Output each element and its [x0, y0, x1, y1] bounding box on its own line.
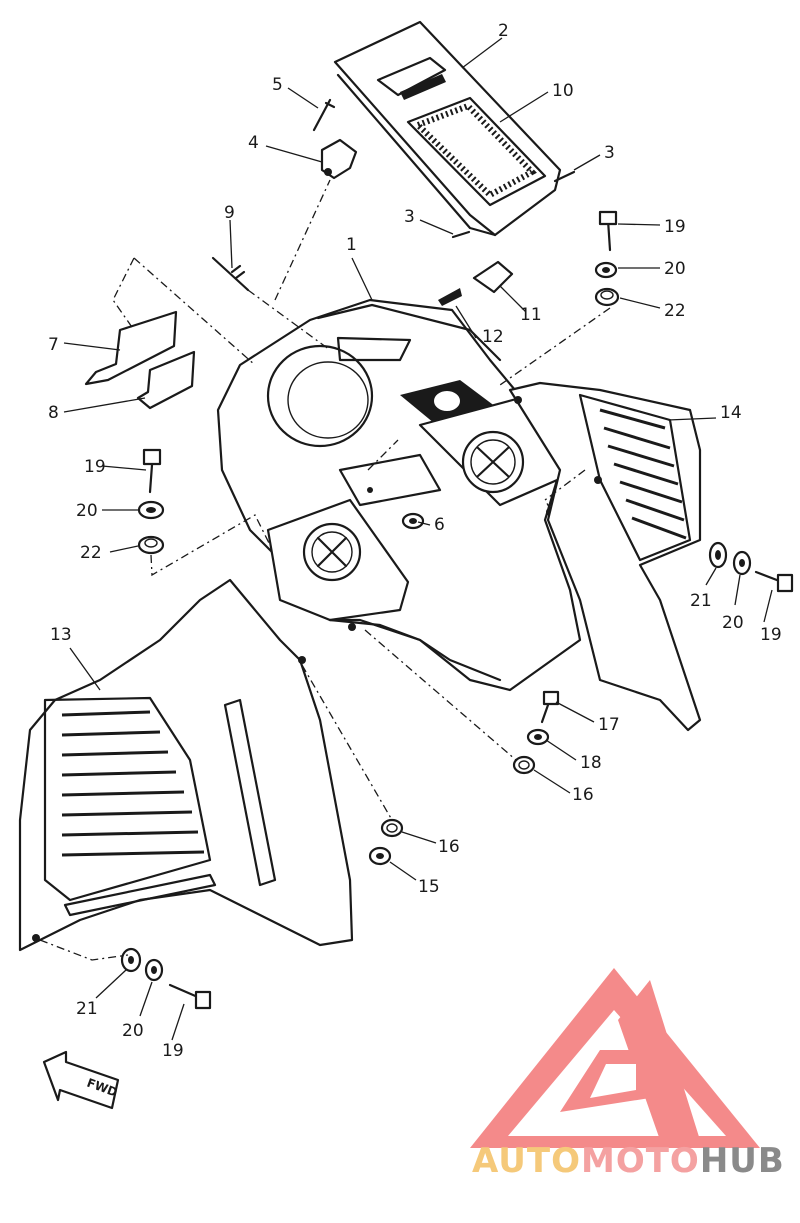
callout-c15: 15 — [418, 877, 440, 897]
callout-c6: 6 — [434, 515, 445, 535]
watermark-moto: MOTO — [581, 1141, 700, 1181]
callout-c11: 11 — [520, 305, 542, 325]
watermark: AUTOMOTOHUB — [470, 968, 785, 1181]
part-20-washer-bottom — [144, 958, 164, 982]
part-4-clip — [320, 138, 358, 180]
callout-c14: 14 — [720, 403, 742, 423]
part-21-washer-bottom — [120, 947, 142, 973]
part-19-bolt-left — [142, 448, 162, 494]
callout-c19d: 19 — [162, 1041, 184, 1061]
callout-labels: 1233456789101112131415161617181919191920… — [48, 21, 782, 1061]
fwd-arrow: FWD — [42, 1050, 119, 1110]
part-11-plate — [472, 260, 514, 294]
watermark-auto: AUTO — [472, 1141, 581, 1181]
part-19-bolt-right — [754, 570, 794, 593]
callout-c13: 13 — [50, 625, 72, 645]
callout-c2: 2 — [498, 21, 509, 41]
part-7-bracket — [84, 310, 178, 386]
part-3-pin — [451, 170, 576, 239]
watermark-hub: HUB — [700, 1141, 785, 1181]
part-8-bracket — [136, 350, 196, 410]
part-20-washer-left — [137, 500, 165, 520]
callout-c20b: 20 — [76, 501, 98, 521]
callout-c20d: 20 — [122, 1021, 144, 1041]
part-5-screw — [312, 98, 336, 132]
part-13-left-cover — [18, 578, 354, 952]
part-22-grommet-top — [594, 287, 620, 307]
callout-c1: 1 — [346, 235, 357, 255]
callout-c19b: 19 — [84, 457, 106, 477]
callout-c22b: 22 — [80, 543, 102, 563]
callout-c20a: 20 — [664, 259, 686, 279]
part-6-grommet-mid — [401, 512, 425, 530]
callout-c5: 5 — [272, 75, 283, 95]
callout-c9: 9 — [224, 203, 235, 223]
watermark-logo — [470, 968, 760, 1148]
callout-c21a: 21 — [690, 591, 712, 611]
callout-c17: 17 — [598, 715, 620, 735]
callout-c19c: 19 — [760, 625, 782, 645]
callout-c3b: 3 — [604, 143, 615, 163]
callout-c8: 8 — [48, 403, 59, 423]
part-10-mat — [412, 102, 537, 199]
part-19-bolt-top — [598, 210, 618, 252]
leader-lines — [63, 37, 773, 1041]
callout-c7: 7 — [48, 335, 59, 355]
part-16-grommet-center — [380, 818, 404, 838]
part-20-washer-top — [594, 261, 618, 279]
part-15-nut — [368, 846, 392, 866]
part-12-washer — [438, 288, 462, 306]
part-20-washer-right — [732, 550, 752, 576]
callout-c22a: 22 — [664, 301, 686, 321]
part-2-top-panel — [333, 20, 562, 237]
callout-c18: 18 — [580, 753, 602, 773]
part-22-grommet-left — [137, 535, 165, 555]
callout-c10: 10 — [552, 81, 574, 101]
part-16-grommet-right — [512, 755, 536, 775]
callout-c12: 12 — [482, 327, 504, 347]
assembly-lines — [39, 179, 611, 961]
callout-c20c: 20 — [722, 613, 744, 633]
callout-c16b: 16 — [438, 837, 460, 857]
part-18-nut — [526, 728, 550, 746]
right-grille — [599, 408, 687, 540]
callout-c21b: 21 — [76, 999, 98, 1019]
part-9-bolt — [211, 256, 250, 292]
part-14-right-cover — [508, 381, 702, 732]
left-grille — [61, 710, 205, 857]
part-21-washer-right — [708, 541, 728, 569]
part-19-bolt-bottom — [168, 983, 212, 1010]
watermark-text: AUTOMOTOHUB — [472, 1141, 785, 1181]
callout-c4: 4 — [248, 133, 259, 153]
callout-c19a: 19 — [664, 217, 686, 237]
part-1-main-cover — [216, 298, 582, 692]
callout-c3a: 3 — [404, 207, 415, 227]
callout-c16a: 16 — [572, 785, 594, 805]
part-17-bolt — [540, 690, 560, 724]
